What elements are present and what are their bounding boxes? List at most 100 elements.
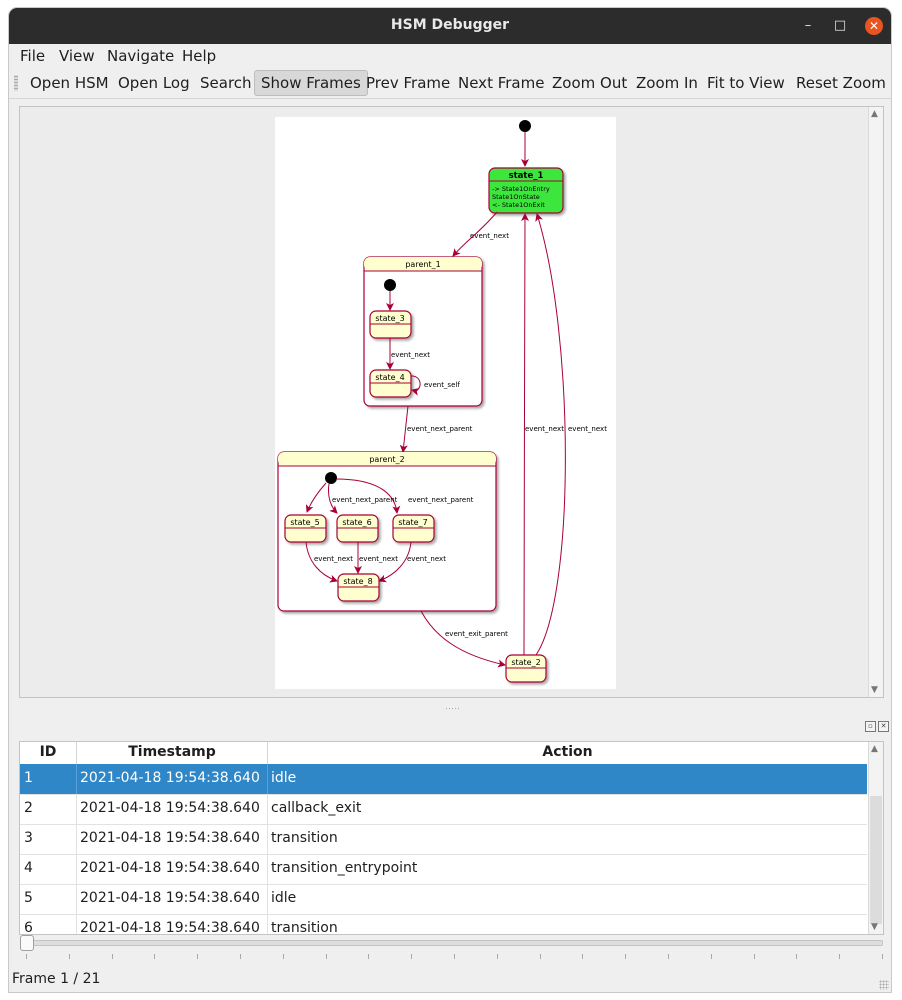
fit-to-view-button[interactable]: Fit to View [707,74,785,92]
row-id: 6 [24,920,33,935]
frame-tick [796,954,797,959]
state-1-node[interactable]: state_1 -> State1OnEntry State1OnState <… [488,167,564,214]
show-frames-button[interactable]: Show Frames [254,70,368,96]
label-event-next-6: event_next [525,425,564,433]
frames-table: ID Timestamp Action 1 2021-04-18 19:54:3… [19,741,884,935]
zoom-in-button[interactable]: Zoom In [636,74,698,92]
frame-tick [454,954,455,959]
reset-zoom-button[interactable]: Reset Zoom [796,74,886,92]
column-header-action[interactable]: Action [542,744,593,760]
label-event-next-3: event_next [314,555,353,563]
state-4-title: state_4 [375,373,404,382]
frame-tick [540,954,541,959]
open-log-button[interactable]: Open Log [118,74,190,92]
zoom-out-button[interactable]: Zoom Out [552,74,628,92]
frame-tick [69,954,70,959]
parent-1-title: parent_1 [405,260,440,269]
parent-2-node[interactable]: parent_2 [277,451,497,612]
dock-controls: ▫✕ [863,716,889,732]
menu-view[interactable]: View [59,47,95,65]
state-1-line-3: <- State1OnExit [492,201,545,209]
maximize-icon[interactable]: □ [833,18,847,33]
row-action: transition [271,920,338,935]
table-row[interactable]: 1 2021-04-18 19:54:38.640 idle [20,764,867,795]
open-hsm-button[interactable]: Open HSM [30,74,109,92]
row-id: 1 [24,770,33,786]
menu-file[interactable]: File [20,47,46,65]
frame-tick [582,954,583,959]
undock-icon[interactable]: ▫ [865,721,876,732]
edge-init-state5 [305,482,327,513]
resize-grip[interactable] [879,980,889,990]
title-bar: HSM Debugger – □ ✕ [9,8,891,44]
frame-tick [240,954,241,959]
diagram-vertical-scrollbar[interactable]: ▲ ▼ [868,107,883,697]
row-timestamp: 2021-04-18 19:54:38.640 [80,830,260,846]
row-id: 3 [24,830,33,846]
label-event-next-parent-1: event_next_parent [407,425,473,433]
frame-slider-ticks [26,954,886,960]
frame-tick [283,954,284,959]
diagram-view[interactable]: state_1 -> State1OnEntry State1OnState <… [19,106,884,698]
label-event-next-parent-2: event_next_parent [332,496,398,504]
frame-tick [711,954,712,959]
frame-slider-track[interactable] [21,940,883,946]
row-action: transition [271,830,338,846]
frame-slider-handle[interactable] [20,935,34,951]
minimize-icon[interactable]: – [804,18,812,33]
column-header-id[interactable]: ID [39,744,57,760]
search-button[interactable]: Search [200,74,252,92]
row-action: idle [271,770,297,786]
edge-state4-self [410,375,421,396]
frame-tick [411,954,412,959]
toolbar: Open HSM Open Log Search Show Frames Pre… [9,68,891,99]
label-event-next-7: event_next [568,425,607,433]
toolbar-grip[interactable] [14,75,18,91]
splitter-handle[interactable] [445,707,459,710]
table-row[interactable]: 4 2021-04-18 19:54:38.640 transition_ent… [20,854,867,885]
state-4-node[interactable]: state_4 [369,369,412,398]
state-3-node[interactable]: state_3 [369,310,412,339]
state-7-node[interactable]: state_7 [392,514,435,543]
initial-node [519,120,531,132]
dock-close-icon[interactable]: ✕ [878,721,889,732]
state-8-title: state_8 [343,577,372,586]
label-event-next-1: event_next [470,232,509,240]
scroll-down-icon[interactable]: ▼ [871,685,878,695]
menu-navigate[interactable]: Navigate [107,47,175,65]
row-timestamp: 2021-04-18 19:54:38.640 [80,770,260,786]
label-event-next-parent-3: event_next_parent [408,496,474,504]
frame-tick [154,954,155,959]
prev-frame-button[interactable]: Prev Frame [366,74,451,92]
edge-state2-state1-b [535,213,566,656]
row-id: 2 [24,800,33,816]
table-row[interactable]: 6 2021-04-18 19:54:38.640 transition [20,914,867,935]
scroll-up-icon[interactable]: ▲ [871,109,878,119]
table-row[interactable]: 5 2021-04-18 19:54:38.640 idle [20,884,867,915]
table-vertical-scrollbar[interactable]: ▲ ▼ [868,742,883,934]
state-5-node[interactable]: state_5 [284,514,327,543]
state-8-node[interactable]: state_8 [337,573,380,602]
table-row[interactable]: 3 2021-04-18 19:54:38.640 transition [20,824,867,855]
table-scroll-up-icon[interactable]: ▲ [871,744,878,754]
state-2-node[interactable]: state_2 [505,654,547,683]
label-event-next-4: event_next [359,555,398,563]
edge-parent1-parent2 [399,405,409,453]
table-scroll-thumb[interactable] [870,796,882,924]
row-action: transition_entrypoint [271,860,418,876]
next-frame-button[interactable]: Next Frame [458,74,545,92]
state-6-title: state_6 [342,518,371,527]
frame-tick [882,954,883,959]
state-2-title: state_2 [511,658,540,667]
close-icon[interactable]: ✕ [865,17,883,35]
frame-tick [625,954,626,959]
frame-tick [326,954,327,959]
table-row[interactable]: 2 2021-04-18 19:54:38.640 callback_exit [20,794,867,825]
state-6-node[interactable]: state_6 [336,514,379,543]
label-event-exit-parent: event_exit_parent [445,630,508,638]
row-action: idle [271,890,297,906]
column-header-timestamp[interactable]: Timestamp [128,744,216,760]
table-scroll-down-icon[interactable]: ▼ [871,922,878,932]
menu-help[interactable]: Help [182,47,217,65]
row-id: 4 [24,860,33,876]
